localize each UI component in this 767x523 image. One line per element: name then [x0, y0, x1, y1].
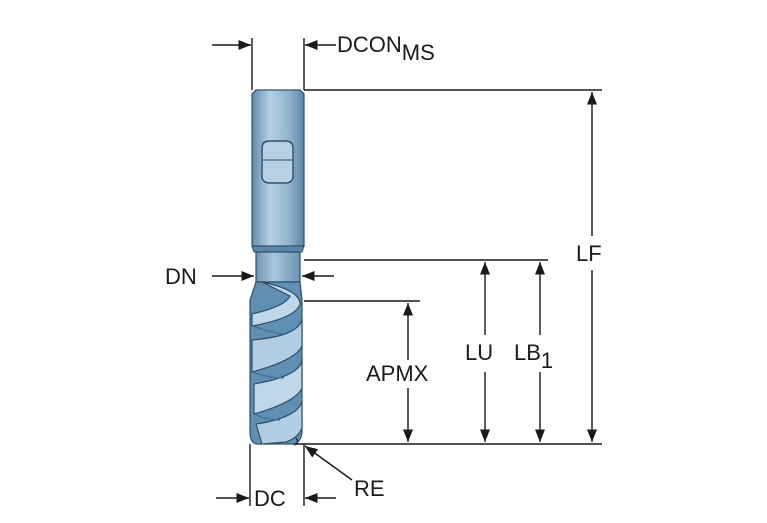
tool-neck: [255, 251, 301, 283]
dimension-arrows: [212, 39, 598, 504]
lb1-label: LB1: [514, 340, 554, 373]
tool-shank-flat: [261, 140, 294, 184]
apmx-label: APMX: [366, 361, 429, 386]
end-mill-tool: [249, 89, 305, 446]
dc-label: DC: [254, 486, 286, 511]
re-leader: [304, 445, 353, 481]
re-label: RE: [354, 476, 385, 501]
tool-helical-flutes: [251, 281, 303, 445]
dcon-label: DCONMS: [337, 32, 435, 65]
lf-label: LF: [576, 241, 602, 266]
lu-label: LU: [465, 340, 494, 365]
extension-lines: [249, 38, 602, 506]
tool-shank-ring: [251, 245, 305, 253]
dn-label: DN: [165, 264, 197, 289]
